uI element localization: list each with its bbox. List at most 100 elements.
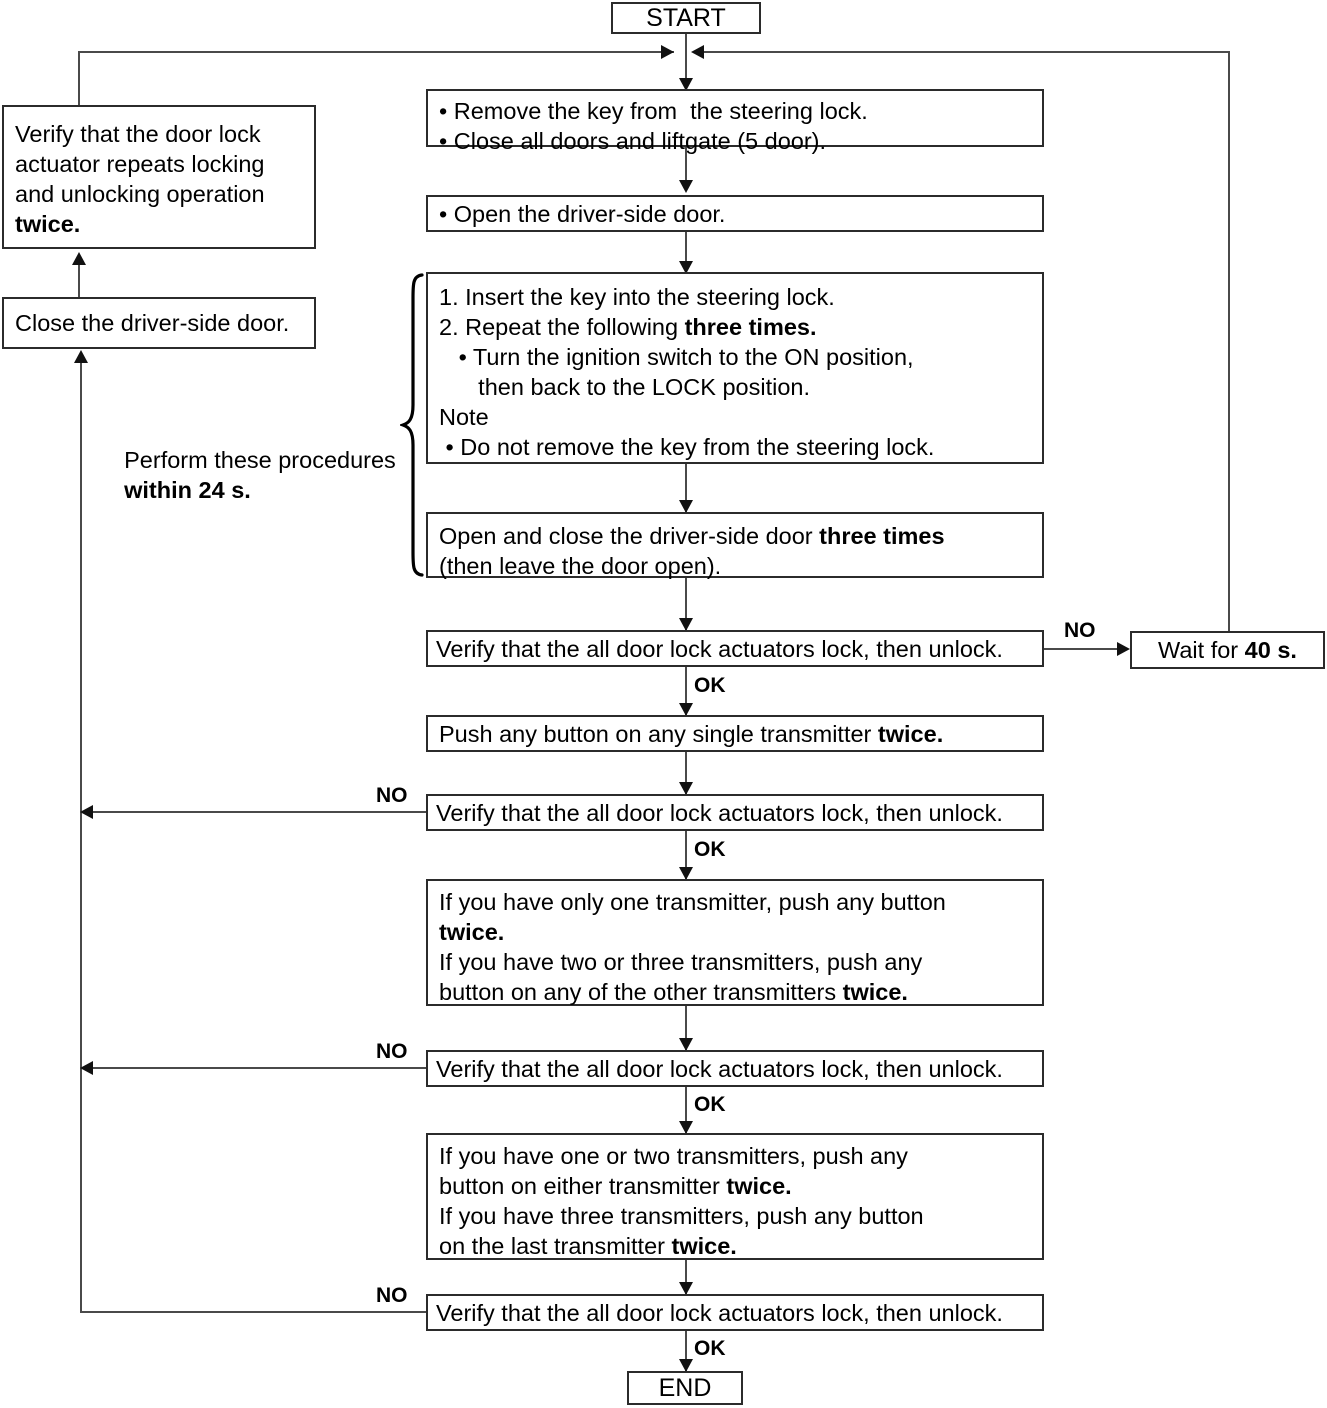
connector-verify3-ok bbox=[685, 1087, 687, 1133]
transmitter-b-line4-pre: on the last transmitter bbox=[439, 1233, 672, 1259]
connector-top-rail-to-verify-actuator bbox=[78, 51, 80, 105]
wait-40s-bold: 40 s. bbox=[1244, 637, 1297, 663]
connector-transmitter-a-to-verify3 bbox=[685, 1006, 687, 1050]
transmitter-b-line2-pre: button on either transmitter bbox=[439, 1173, 727, 1199]
arrowhead-top-rail-left bbox=[661, 45, 674, 59]
verify-actuator-line1: Verify that the door lock bbox=[15, 121, 261, 147]
edge-label-ok-1: OK bbox=[694, 674, 726, 697]
verify-4-label: Verify that the all door lock actuators … bbox=[436, 1299, 1003, 1326]
open-door-line1: • Open the driver-side door. bbox=[439, 200, 726, 227]
arrowhead-wait-40s bbox=[1117, 642, 1130, 656]
connector-open-close-to-verify1 bbox=[685, 578, 687, 630]
insert-key-note-line: • Do not remove the key from the steerin… bbox=[439, 434, 935, 460]
connector-top-rail-right bbox=[700, 51, 1230, 53]
connector-verify3-no bbox=[82, 1067, 426, 1069]
connector-verify1-ok bbox=[685, 667, 687, 715]
push-single-pre: Push any button on any single transmitte… bbox=[439, 720, 878, 747]
insert-key-line3: • Turn the ignition switch to the ON pos… bbox=[439, 344, 914, 370]
verify-actuator-line3: and unlocking operation bbox=[15, 181, 265, 207]
connector-verify2-ok bbox=[685, 831, 687, 879]
arrowhead-transmitter-a bbox=[679, 867, 693, 880]
wait-40s-pre: Wait for bbox=[1158, 637, 1245, 663]
node-verify-actuators-1: Verify that the all door lock actuators … bbox=[426, 630, 1044, 667]
arrowhead-top-rail-right bbox=[691, 45, 704, 59]
insert-key-line1: 1. Insert the key into the steering lock… bbox=[439, 284, 835, 310]
node-verify-actuators-2: Verify that the all door lock actuators … bbox=[426, 794, 1044, 831]
open-close-line1-pre: Open and close the driver-side door bbox=[439, 523, 820, 549]
arrowhead-remove-key bbox=[679, 78, 693, 91]
insert-key-line2-pre: 2. Repeat the following bbox=[439, 314, 685, 340]
transmitter-a-line4-bold: twice. bbox=[842, 979, 908, 1005]
node-close-driver-door: Close the driver-side door. bbox=[2, 297, 316, 349]
arrowhead-close-door-up bbox=[74, 350, 88, 363]
node-end: END bbox=[627, 1371, 743, 1405]
verify-1-label: Verify that the all door lock actuators … bbox=[436, 635, 1003, 662]
insert-key-line2-bold: three times. bbox=[684, 314, 817, 340]
remove-key-line2: • Close all doors and liftgate (5 door). bbox=[439, 128, 827, 154]
arrowhead-verify3 bbox=[679, 1038, 693, 1051]
connector-verify2-no bbox=[82, 811, 426, 813]
node-verify-actuators-4: Verify that the all door lock actuators … bbox=[426, 1294, 1044, 1331]
verify-actuator-line4: twice. bbox=[15, 211, 81, 237]
transmitter-b-line3: If you have three transmitters, push any… bbox=[439, 1203, 924, 1229]
edge-label-ok-3: OK bbox=[694, 1093, 726, 1116]
arrowhead-verify4 bbox=[679, 1282, 693, 1295]
arrowhead-verify1 bbox=[679, 618, 693, 631]
node-start: START bbox=[611, 2, 761, 34]
arrowhead-verify2 bbox=[679, 782, 693, 795]
close-door-label: Close the driver-side door. bbox=[15, 310, 290, 336]
timing-brace-icon bbox=[400, 272, 426, 578]
insert-key-line4: then back to the LOCK position. bbox=[439, 374, 810, 400]
edge-label-no-2: NO bbox=[376, 784, 408, 807]
node-verify-actuator-twice: Verify that the door lock actuator repea… bbox=[2, 105, 316, 249]
connector-start-to-junction bbox=[685, 34, 687, 54]
edge-label-no-1: NO bbox=[1064, 619, 1096, 642]
arrowhead-open-close-door bbox=[679, 500, 693, 513]
connector-wait40s-to-riser bbox=[1228, 600, 1230, 631]
node-transmitter-instructions-b: If you have one or two transmitters, pus… bbox=[426, 1133, 1044, 1260]
connector-remove-key-to-open-door bbox=[685, 147, 687, 191]
verify-actuator-line2: actuator repeats locking bbox=[15, 151, 265, 177]
open-close-line1-bold: three times bbox=[819, 523, 945, 549]
node-insert-key-procedure: 1. Insert the key into the steering lock… bbox=[426, 272, 1044, 464]
perform-within-line1: Perform these procedures bbox=[124, 447, 396, 473]
node-remove-key: • Remove the key from the steering lock.… bbox=[426, 89, 1044, 154]
verify-2-label: Verify that the all door lock actuators … bbox=[436, 799, 1003, 826]
edge-label-no-4: NO bbox=[376, 1284, 408, 1307]
transmitter-a-line2: twice. bbox=[439, 919, 505, 945]
arrowhead-push-single bbox=[679, 703, 693, 716]
push-single-bold: twice. bbox=[877, 720, 944, 747]
connector-verify4-no bbox=[80, 1311, 426, 1313]
connector-close-door-to-verify-actuator bbox=[78, 255, 80, 297]
node-end-label: END bbox=[658, 1374, 712, 1402]
arrowhead-insert-key bbox=[679, 261, 693, 274]
transmitter-a-line1: If you have only one transmitter, push a… bbox=[439, 889, 946, 915]
open-close-line2: (then leave the door open). bbox=[439, 553, 722, 579]
connector-verify4-ok bbox=[685, 1331, 687, 1371]
arrowhead-verify3-no bbox=[80, 1061, 93, 1075]
remove-key-line1: • Remove the key from the steering lock. bbox=[439, 98, 868, 124]
arrowhead-end bbox=[679, 1359, 693, 1372]
edge-label-ok-2: OK bbox=[694, 838, 726, 861]
insert-key-note-heading: Note bbox=[439, 404, 489, 430]
connector-top-rail-left bbox=[78, 51, 674, 53]
edge-label-ok-4: OK bbox=[694, 1337, 726, 1360]
arrowhead-verify2-no bbox=[80, 805, 93, 819]
edge-label-no-3: NO bbox=[376, 1040, 408, 1063]
annotation-perform-within: Perform these procedures within 24 s. bbox=[98, 415, 396, 535]
transmitter-a-line4-pre: button on any of the other transmitters bbox=[439, 979, 843, 1005]
connector-verify1-no bbox=[1044, 648, 1120, 650]
node-open-close-door-three-times: Open and close the driver-side door thre… bbox=[426, 512, 1044, 579]
connector-open-door-to-insert-key bbox=[685, 232, 687, 272]
transmitter-a-line3: If you have two or three transmitters, p… bbox=[439, 949, 923, 975]
connector-transmitter-b-to-verify4 bbox=[685, 1260, 687, 1294]
connector-right-return-riser bbox=[1228, 51, 1230, 631]
arrowhead-open-door bbox=[679, 180, 693, 193]
connector-left-rail bbox=[80, 355, 82, 1311]
node-open-driver-door: • Open the driver-side door. bbox=[426, 195, 1044, 232]
perform-within-line2: within 24 s. bbox=[124, 477, 251, 503]
connector-junction-to-remove-key bbox=[685, 53, 687, 83]
transmitter-b-line2-bold: twice. bbox=[726, 1173, 792, 1199]
node-verify-actuators-3: Verify that the all door lock actuators … bbox=[426, 1050, 1044, 1087]
